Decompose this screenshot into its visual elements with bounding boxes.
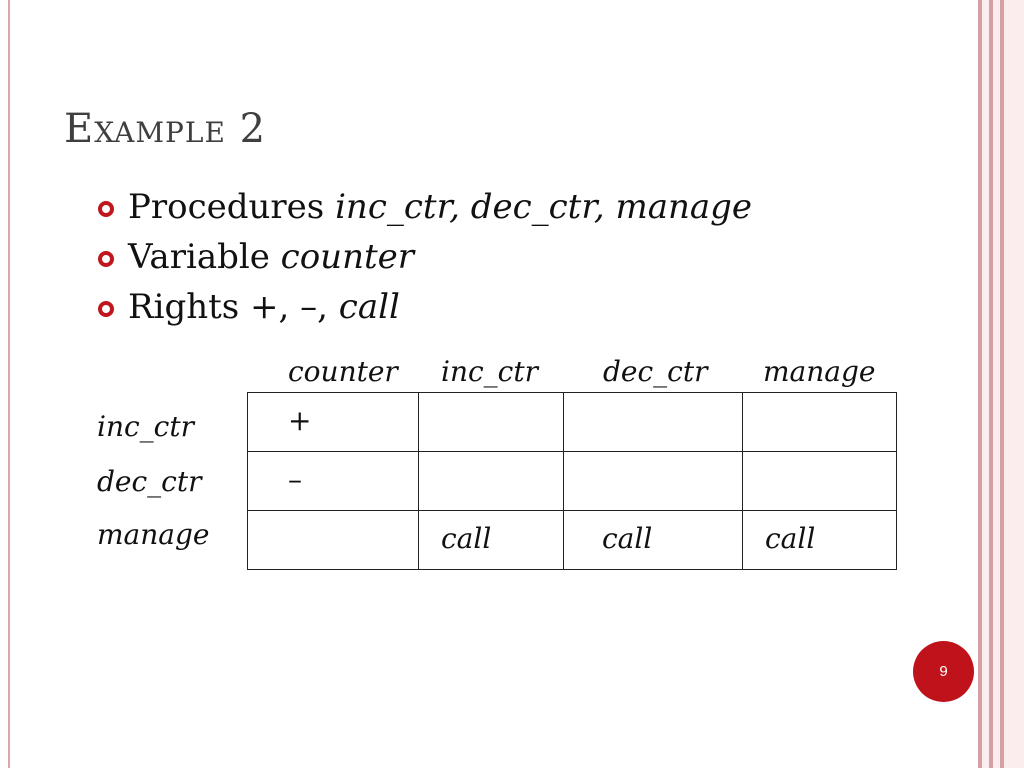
right-border-stripe: [993, 0, 1000, 768]
table-cell: call: [563, 510, 743, 570]
table-cell: call: [418, 510, 564, 570]
cell-value: [441, 393, 563, 407]
table-row: +: [247, 392, 897, 452]
table-row: –: [247, 451, 897, 511]
left-border-line: [8, 0, 10, 768]
table-cell: [742, 451, 897, 511]
table-cell: –: [247, 451, 419, 511]
access-control-matrix: + – call call call: [247, 392, 897, 570]
cell-value: [288, 511, 418, 525]
cell-value: –: [288, 463, 302, 496]
right-border-stripe: [978, 0, 982, 768]
ring-bullet-icon: [98, 201, 114, 217]
bullet-item: Procedures inc_ctr, dec_ctr, manage: [98, 186, 752, 236]
bullet-text: Procedures: [128, 187, 336, 227]
cell-value: [765, 452, 896, 466]
table-row: call call call: [247, 510, 897, 570]
table-cell: [563, 451, 743, 511]
table-cell: call: [742, 510, 897, 570]
bullet-italic-text: counter: [280, 237, 415, 277]
right-border-stripe: [982, 0, 989, 768]
table-cell: [418, 451, 564, 511]
cell-value: call: [602, 522, 653, 555]
bullet-list: Procedures inc_ctr, dec_ctr, manage Vari…: [98, 186, 752, 336]
table-cell: [418, 392, 564, 452]
bullet-italic-text: inc_ctr, dec_ctr, manage: [335, 187, 753, 227]
table-cell: [247, 510, 419, 570]
cell-value: call: [765, 522, 816, 555]
cell-value: call: [441, 522, 492, 555]
bullet-text: Variable: [128, 237, 281, 277]
column-header-manage: manage: [763, 355, 876, 388]
bullet-italic-text: call: [338, 287, 400, 327]
row-header-inc-ctr: inc_ctr: [97, 410, 194, 443]
bullet-item: Variable counter: [98, 236, 752, 286]
cell-value: +: [288, 404, 312, 437]
column-header-dec-ctr: dec_ctr: [603, 355, 708, 388]
column-header-counter: counter: [288, 355, 398, 388]
bullet-item: Rights +, –, call: [98, 286, 752, 336]
page-number-badge: 9: [913, 641, 974, 702]
cell-value: [765, 393, 896, 407]
row-header-manage: manage: [97, 518, 210, 551]
bullet-text: Rights +, –,: [128, 287, 339, 327]
ring-bullet-icon: [98, 301, 114, 317]
slide-title: Example 2: [64, 106, 267, 152]
table-cell: [742, 392, 897, 452]
column-header-inc-ctr: inc_ctr: [441, 355, 538, 388]
right-border-stripe: [1004, 0, 1024, 768]
table-cell: [563, 392, 743, 452]
cell-value: [441, 452, 563, 466]
cell-value: [602, 452, 742, 466]
table-cell: +: [247, 392, 419, 452]
row-header-dec-ctr: dec_ctr: [97, 465, 202, 498]
right-border-stripe: [1000, 0, 1004, 768]
cell-value: [602, 393, 742, 407]
ring-bullet-icon: [98, 251, 114, 267]
right-border-stripe: [989, 0, 993, 768]
